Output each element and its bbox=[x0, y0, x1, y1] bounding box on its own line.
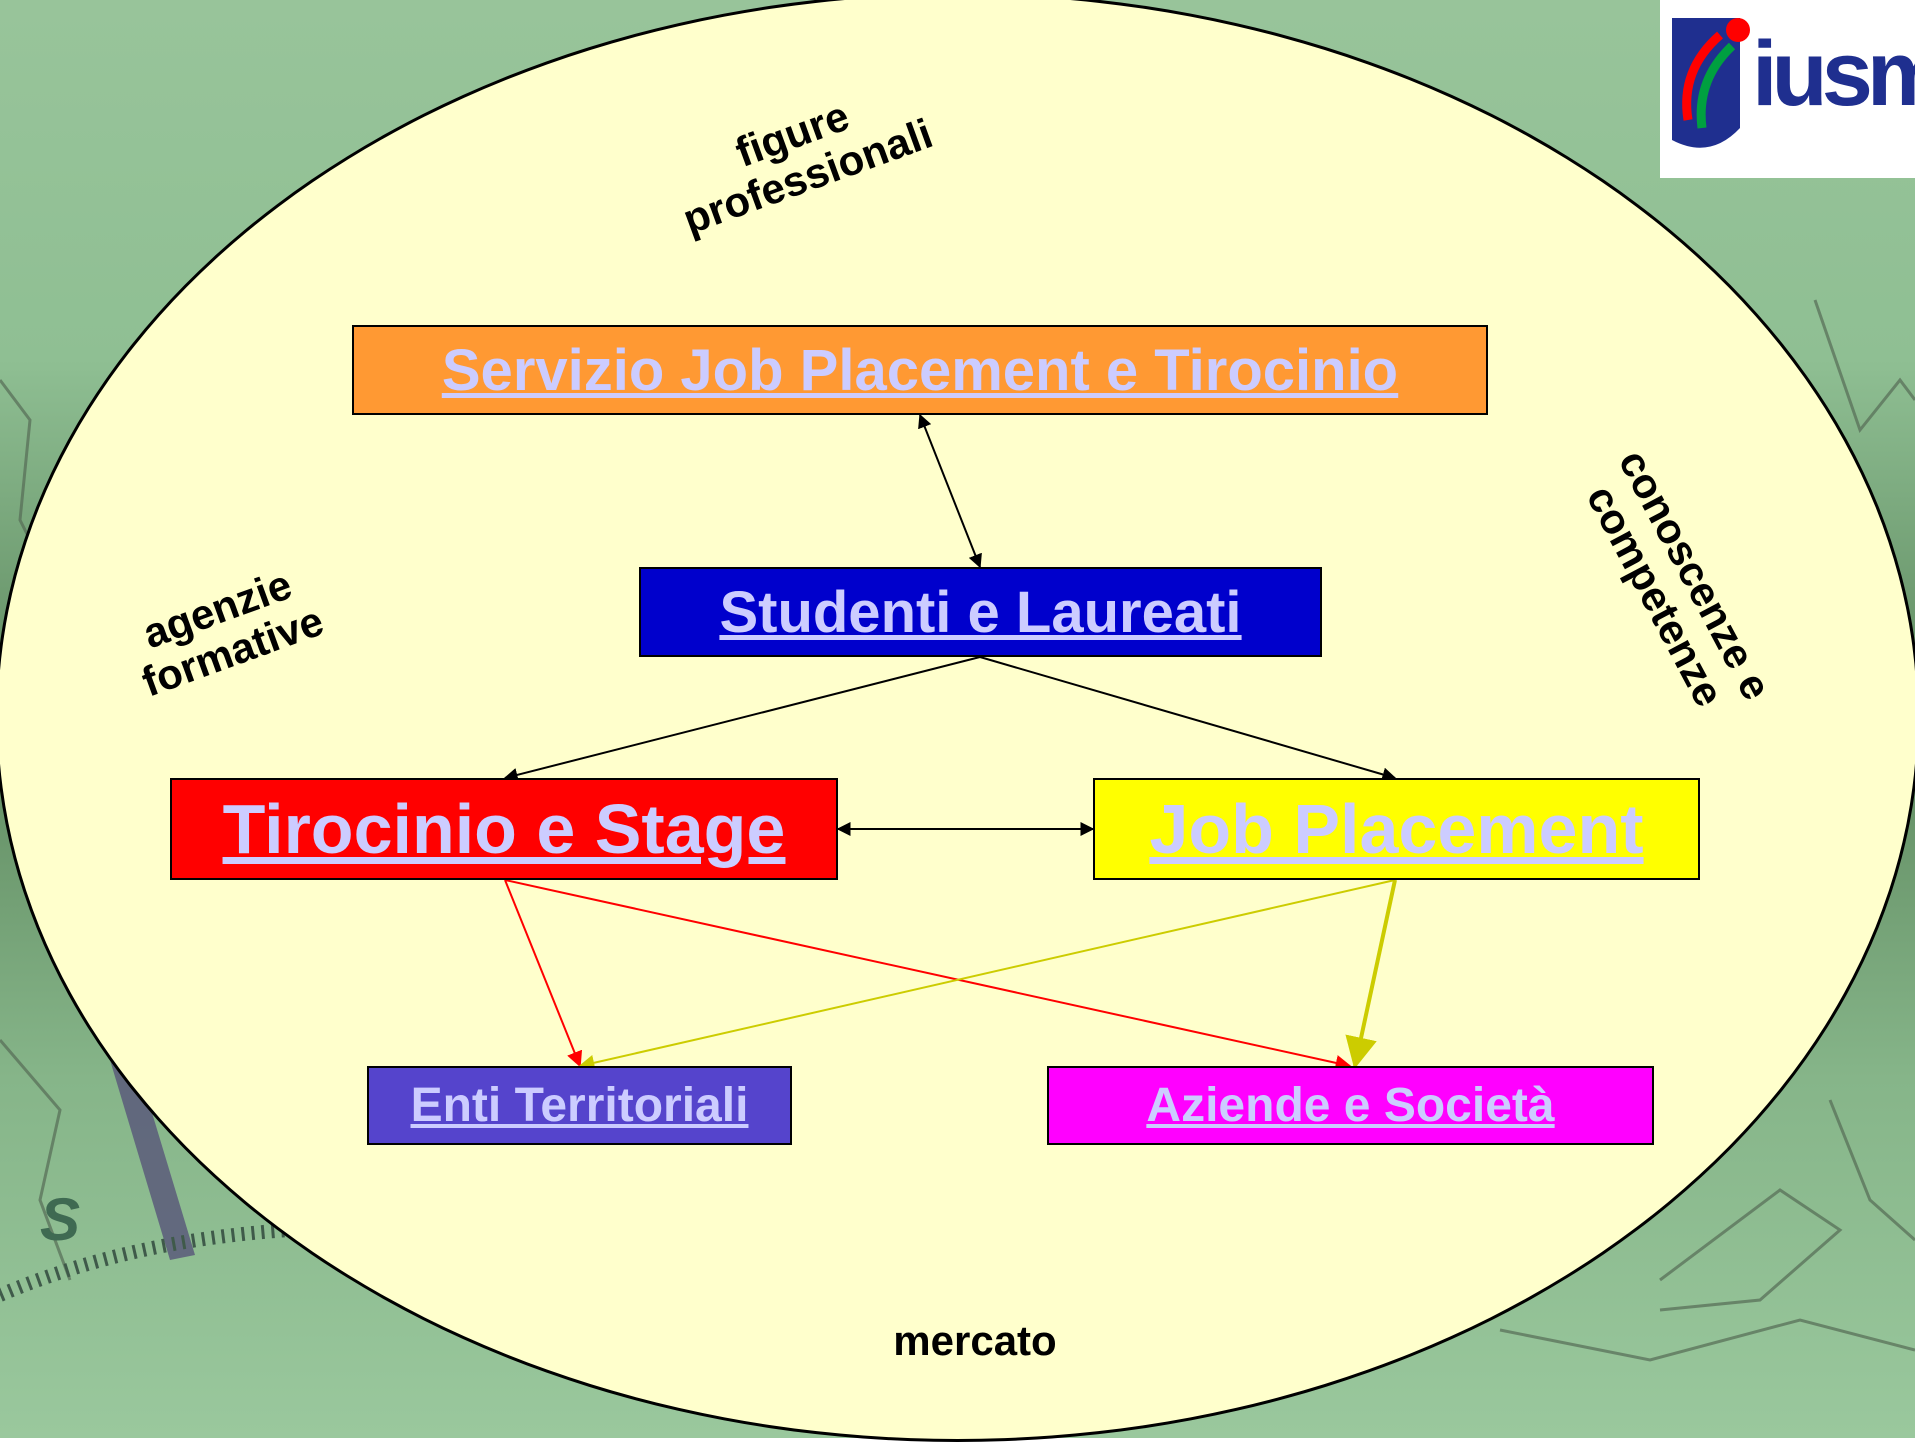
tirocinio-stage-link[interactable]: Tirocinio e Stage bbox=[170, 778, 838, 880]
iusm-logo: iusm bbox=[1660, 0, 1915, 178]
job-placement-link[interactable]: Job Placement bbox=[1093, 778, 1700, 880]
arrow-tirocinio-enti bbox=[504, 879, 583, 1068]
aziende-label: Aziende e Società bbox=[1146, 1079, 1555, 1132]
arrow-studenti-tirocinio bbox=[503, 656, 981, 782]
label-mercato: mercato bbox=[893, 1317, 1057, 1364]
arrow-servizio-studenti bbox=[918, 413, 982, 569]
studenti-laureati-link[interactable]: Studenti e Laureati bbox=[639, 567, 1322, 657]
servizio-job-placement-link[interactable]: Servizio Job Placement e Tirocinio bbox=[352, 325, 1488, 415]
tirocinio-label: Tirocinio e Stage bbox=[222, 790, 786, 868]
enti-label: Enti Territoriali bbox=[410, 1079, 749, 1132]
arrow-job-aziende bbox=[1345, 879, 1397, 1070]
arrow-tirocinio-aziende bbox=[504, 879, 1352, 1071]
job-label: Job Placement bbox=[1149, 790, 1644, 868]
arrow-studenti-job bbox=[979, 656, 1397, 782]
logo-text: iusm bbox=[1752, 23, 1915, 125]
aziende-societa-link[interactable]: Aziende e Società bbox=[1047, 1066, 1654, 1145]
arrow-job-enti bbox=[578, 879, 1396, 1071]
studenti-label: Studenti e Laureati bbox=[719, 579, 1242, 645]
logo-emblem-icon bbox=[1672, 18, 1750, 148]
servizio-label: Servizio Job Placement e Tirocinio bbox=[441, 337, 1399, 403]
svg-text:S: S bbox=[40, 1186, 80, 1253]
enti-territoriali-link[interactable]: Enti Territoriali bbox=[367, 1066, 792, 1145]
